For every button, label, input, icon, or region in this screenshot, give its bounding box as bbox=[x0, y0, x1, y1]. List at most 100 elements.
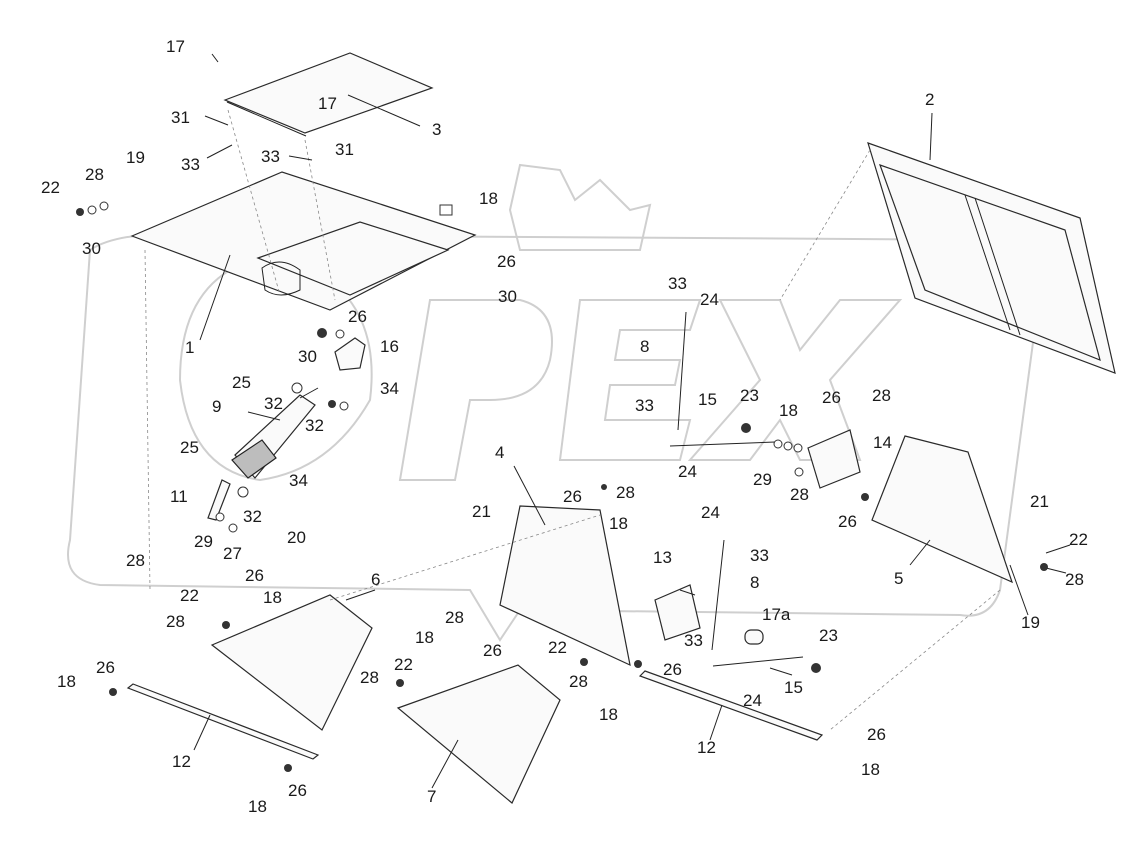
callout-18-6: 18 bbox=[263, 588, 282, 607]
callout-12-left: 12 bbox=[172, 752, 191, 771]
callout-8-low: 8 bbox=[750, 573, 759, 592]
callout-23-top: 23 bbox=[740, 386, 759, 405]
callout-29-left: 29 bbox=[194, 532, 213, 551]
callout-22-right: 22 bbox=[1069, 530, 1088, 549]
part-3-plate bbox=[223, 52, 434, 137]
callout-22-7: 22 bbox=[394, 655, 413, 674]
callout-19-right: 19 bbox=[1021, 613, 1040, 632]
callout-33-rod2: 33 bbox=[635, 396, 654, 415]
part-1-cover bbox=[130, 171, 477, 311]
part-4-panel bbox=[499, 505, 631, 667]
callout-34-top: 34 bbox=[380, 379, 399, 398]
callout-26-7: 26 bbox=[483, 641, 502, 660]
callout-5: 5 bbox=[894, 569, 903, 588]
callout-26-4b: 26 bbox=[663, 660, 682, 679]
callout-30-cover: 30 bbox=[498, 287, 517, 306]
callout-18-12r: 18 bbox=[599, 705, 618, 724]
part-13-plate bbox=[654, 584, 701, 641]
callout-33-low2: 33 bbox=[684, 631, 703, 650]
callout-18-rod: 18 bbox=[779, 401, 798, 420]
part-12-bars bbox=[126, 670, 824, 760]
callout-26-mid: 26 bbox=[348, 307, 367, 326]
callout-29-mid: 29 bbox=[753, 470, 772, 489]
callout-28-7: 28 bbox=[445, 608, 464, 627]
callout-28-7b: 28 bbox=[360, 668, 379, 687]
callout-31-right: 31 bbox=[335, 140, 354, 159]
callout-24-low: 24 bbox=[701, 503, 720, 522]
callout-22-6: 22 bbox=[180, 586, 199, 605]
assembly-lines bbox=[144, 109, 1001, 731]
callout-32-b: 32 bbox=[305, 416, 324, 435]
callout-22-top: 22 bbox=[41, 178, 60, 197]
callout-34-bot: 34 bbox=[289, 471, 308, 490]
callout-26-6: 26 bbox=[245, 566, 264, 585]
callout-18-12l: 18 bbox=[57, 672, 76, 691]
part-15-bars bbox=[669, 441, 804, 667]
callout-7: 7 bbox=[427, 787, 436, 806]
callout-3: 3 bbox=[432, 120, 441, 139]
callout-28-right: 28 bbox=[1065, 570, 1084, 589]
callout-17-mid: 17 bbox=[318, 94, 337, 113]
callout-26-12lb: 26 bbox=[288, 781, 307, 800]
callout-28-6b: 28 bbox=[166, 612, 185, 631]
callout-15-low: 15 bbox=[784, 678, 803, 697]
callout-20: 20 bbox=[287, 528, 306, 547]
part-14-plate bbox=[807, 429, 861, 489]
callout-27: 27 bbox=[223, 544, 242, 563]
callout-labels: 17 17 3 31 31 33 33 19 28 22 30 18 26 30… bbox=[41, 37, 1088, 816]
callout-14: 14 bbox=[873, 433, 892, 452]
callout-17-top: 17 bbox=[166, 37, 185, 56]
callout-1: 1 bbox=[185, 338, 194, 357]
callout-21-left: 21 bbox=[472, 502, 491, 521]
part-11-lever bbox=[207, 479, 231, 521]
callout-25-top: 25 bbox=[232, 373, 251, 392]
callout-26-12l: 26 bbox=[96, 658, 115, 677]
callout-18-top: 18 bbox=[479, 189, 498, 208]
callout-33-low: 33 bbox=[750, 546, 769, 565]
callout-25-bot: 25 bbox=[180, 438, 199, 457]
callout-13: 13 bbox=[653, 548, 672, 567]
callout-26-rod: 26 bbox=[822, 388, 841, 407]
callout-18-4: 18 bbox=[609, 514, 628, 533]
callout-28-6: 28 bbox=[126, 551, 145, 570]
callout-11: 11 bbox=[170, 487, 188, 506]
callout-19-top: 19 bbox=[126, 148, 145, 167]
callout-21-right: 21 bbox=[1030, 492, 1049, 511]
callout-4: 4 bbox=[495, 443, 504, 462]
callout-16: 16 bbox=[380, 337, 399, 356]
callout-8-top: 8 bbox=[640, 337, 649, 356]
callout-24-mid: 24 bbox=[678, 462, 697, 481]
hardware-fasteners bbox=[76, 201, 1048, 772]
callout-26-12r: 26 bbox=[867, 725, 886, 744]
callout-28-rod: 28 bbox=[872, 386, 891, 405]
part-8-rods bbox=[677, 311, 725, 651]
callout-24-bot: 24 bbox=[743, 691, 762, 710]
callout-18-12lb: 18 bbox=[248, 797, 267, 816]
callout-23-low: 23 bbox=[819, 626, 838, 645]
callout-28-4b: 28 bbox=[569, 672, 588, 691]
callout-32-c: 32 bbox=[243, 507, 262, 526]
callout-28-4: 28 bbox=[616, 483, 635, 502]
callout-33-mid: 33 bbox=[261, 147, 280, 166]
part-5-panel bbox=[871, 435, 1014, 584]
callout-31-left: 31 bbox=[171, 108, 190, 127]
callout-26-4: 26 bbox=[563, 487, 582, 506]
callout-28-mid: 28 bbox=[790, 485, 809, 504]
callout-12-right: 12 bbox=[697, 738, 716, 757]
part-16-bracket bbox=[334, 337, 366, 371]
callout-18-7: 18 bbox=[415, 628, 434, 647]
part-7-panel bbox=[396, 664, 561, 804]
part-17a-bushing bbox=[744, 629, 764, 645]
callout-15-top: 15 bbox=[698, 390, 717, 409]
part-2-frame bbox=[867, 142, 1116, 374]
callout-30-top: 30 bbox=[82, 239, 101, 258]
callout-33-rod: 33 bbox=[668, 274, 687, 293]
callout-24-rod: 24 bbox=[700, 290, 719, 309]
callout-30-mid: 30 bbox=[298, 347, 317, 366]
callout-28-top: 28 bbox=[85, 165, 104, 184]
callout-22-4: 22 bbox=[548, 638, 567, 657]
callout-26-cover: 26 bbox=[497, 252, 516, 271]
callout-18-12rb: 18 bbox=[861, 760, 880, 779]
part-6-panel bbox=[210, 594, 373, 731]
